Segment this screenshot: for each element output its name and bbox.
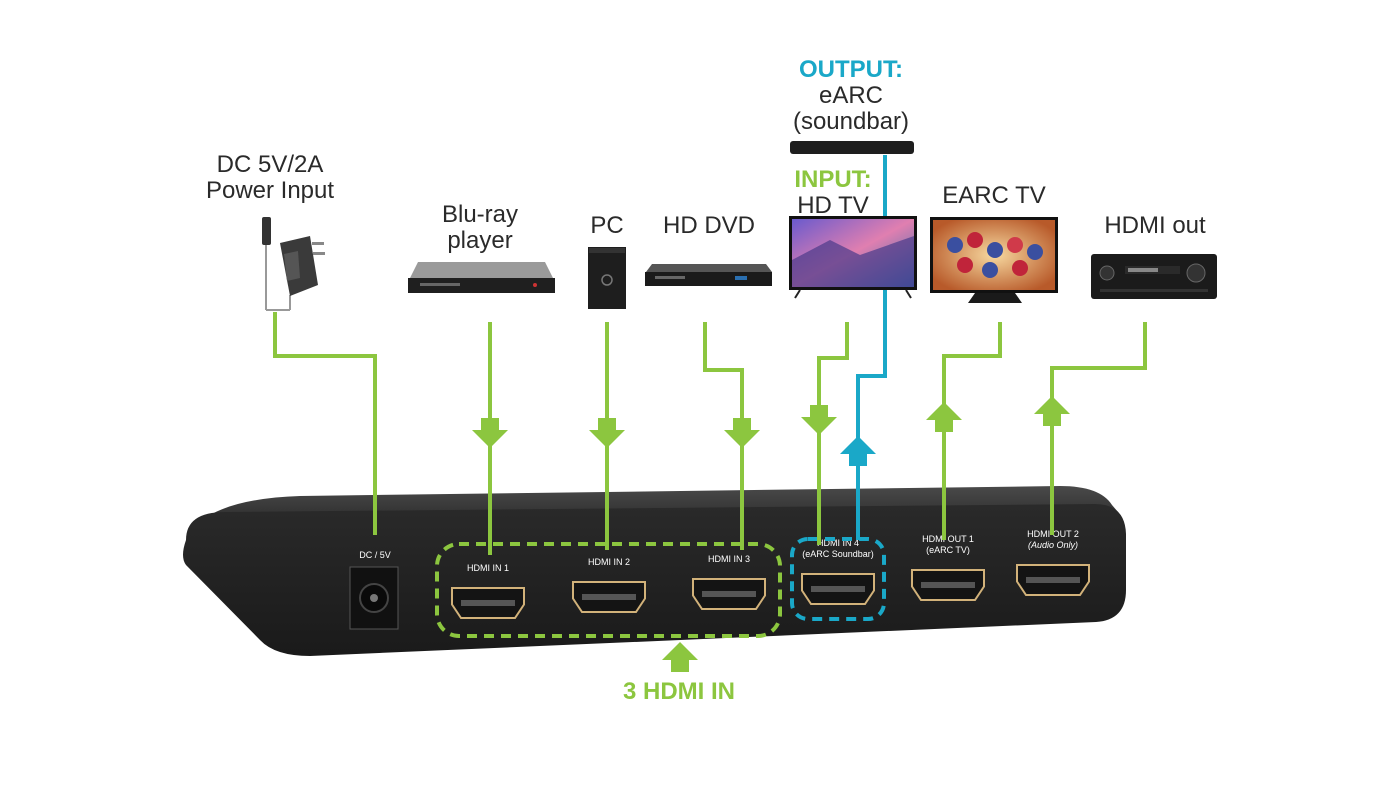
label-hdmiout-line1: HDMI out bbox=[1104, 212, 1206, 239]
hdmi-out-1-label-2: (eARC TV) bbox=[926, 545, 970, 555]
hdmi-out-2-label-2: (Audio Only) bbox=[1028, 540, 1078, 550]
label-power-line1: DC 5V/2A bbox=[216, 151, 324, 178]
hdmi-in-2-port: HDMI IN 2 bbox=[572, 557, 646, 613]
soundbar-icon bbox=[790, 141, 914, 154]
label-hddvd: HD DVD bbox=[663, 213, 755, 239]
hdmi-in-1-port: HDMI IN 1 bbox=[451, 563, 525, 619]
arrow-up-hdmiout bbox=[1034, 396, 1070, 426]
label-bluray-line1: Blu-ray bbox=[441, 201, 519, 228]
bluray-player-icon bbox=[408, 262, 555, 293]
label-bluray: Blu-ray player bbox=[442, 202, 518, 254]
hdmi-in-1-label: HDMI IN 1 bbox=[467, 563, 509, 573]
label-soundbar-line2: (soundbar) bbox=[792, 108, 910, 135]
label-bluray-line2: player bbox=[447, 227, 513, 254]
monitor-icon bbox=[930, 217, 1058, 303]
line-hddvd bbox=[703, 322, 744, 550]
arrow-down-bluray bbox=[472, 418, 508, 448]
hdmi-in4-outline bbox=[790, 537, 886, 621]
hdmi-in-4-label-2: (eARC Soundbar) bbox=[802, 549, 874, 559]
dvd-player-icon bbox=[645, 264, 772, 286]
line-power bbox=[273, 312, 377, 535]
hdmi-in-4-port: HDMI IN 4(eARC Soundbar) bbox=[801, 538, 875, 605]
label-soundbar-line1: eARC bbox=[818, 82, 884, 109]
hdmi-in-4-label: HDMI IN 4 bbox=[817, 538, 859, 548]
hdmi-out-1-port: HDMI OUT 1(eARC TV) bbox=[911, 534, 985, 601]
label-hdtv: INPUT: HD TV bbox=[794, 167, 871, 219]
label-group: 3 HDMI IN bbox=[622, 678, 736, 705]
arrow-up-soundbar bbox=[840, 436, 876, 466]
dc-jack-port: DC / 5V bbox=[349, 550, 399, 630]
label-earctv-line1: EARC TV bbox=[942, 182, 1046, 209]
label-soundbar: OUTPUT: eARC (soundbar) bbox=[793, 57, 909, 135]
label-power: DC 5V/2A Power Input bbox=[206, 152, 334, 204]
hdmi-switch-box bbox=[183, 486, 1126, 656]
arrow-down-pc bbox=[589, 418, 625, 448]
label-pc: PC bbox=[590, 213, 623, 239]
pc-tower-icon bbox=[588, 247, 626, 309]
arrow-down-hddvd bbox=[724, 418, 760, 448]
label-hdmiout: HDMI out bbox=[1104, 213, 1205, 239]
label-earctv: EARC TV bbox=[942, 183, 1046, 209]
hdmi-out-1-label: HDMI OUT 1 bbox=[922, 534, 974, 544]
line-earctv bbox=[942, 322, 1002, 540]
hdmi-in-3-label: HDMI IN 3 bbox=[708, 554, 750, 564]
tv-icon bbox=[789, 216, 917, 299]
hdmi-in-2-label: HDMI IN 2 bbox=[588, 557, 630, 567]
line-hdmiout bbox=[1050, 322, 1147, 535]
power-adapter-icon bbox=[262, 217, 325, 311]
arrows bbox=[472, 396, 1070, 672]
hdmi-in-3-port: HDMI IN 3 bbox=[692, 554, 766, 610]
label-pc-line1: PC bbox=[590, 212, 624, 239]
label-output: OUTPUT: bbox=[799, 56, 903, 83]
line-hdtv bbox=[817, 322, 849, 545]
label-power-line2: Power Input bbox=[205, 177, 335, 204]
label-input: INPUT: bbox=[794, 166, 872, 193]
av-receiver-icon bbox=[1091, 254, 1217, 299]
dc-port-label: DC / 5V bbox=[359, 550, 391, 560]
hdmi-in-group-outline bbox=[435, 542, 782, 638]
label-hdtv-line1: HD TV bbox=[797, 192, 869, 219]
arrow-up-earctv bbox=[926, 402, 962, 432]
arrow-down-hdtv bbox=[801, 405, 837, 435]
arrow-up-group bbox=[662, 642, 698, 672]
label-hddvd-line1: HD DVD bbox=[662, 212, 756, 239]
